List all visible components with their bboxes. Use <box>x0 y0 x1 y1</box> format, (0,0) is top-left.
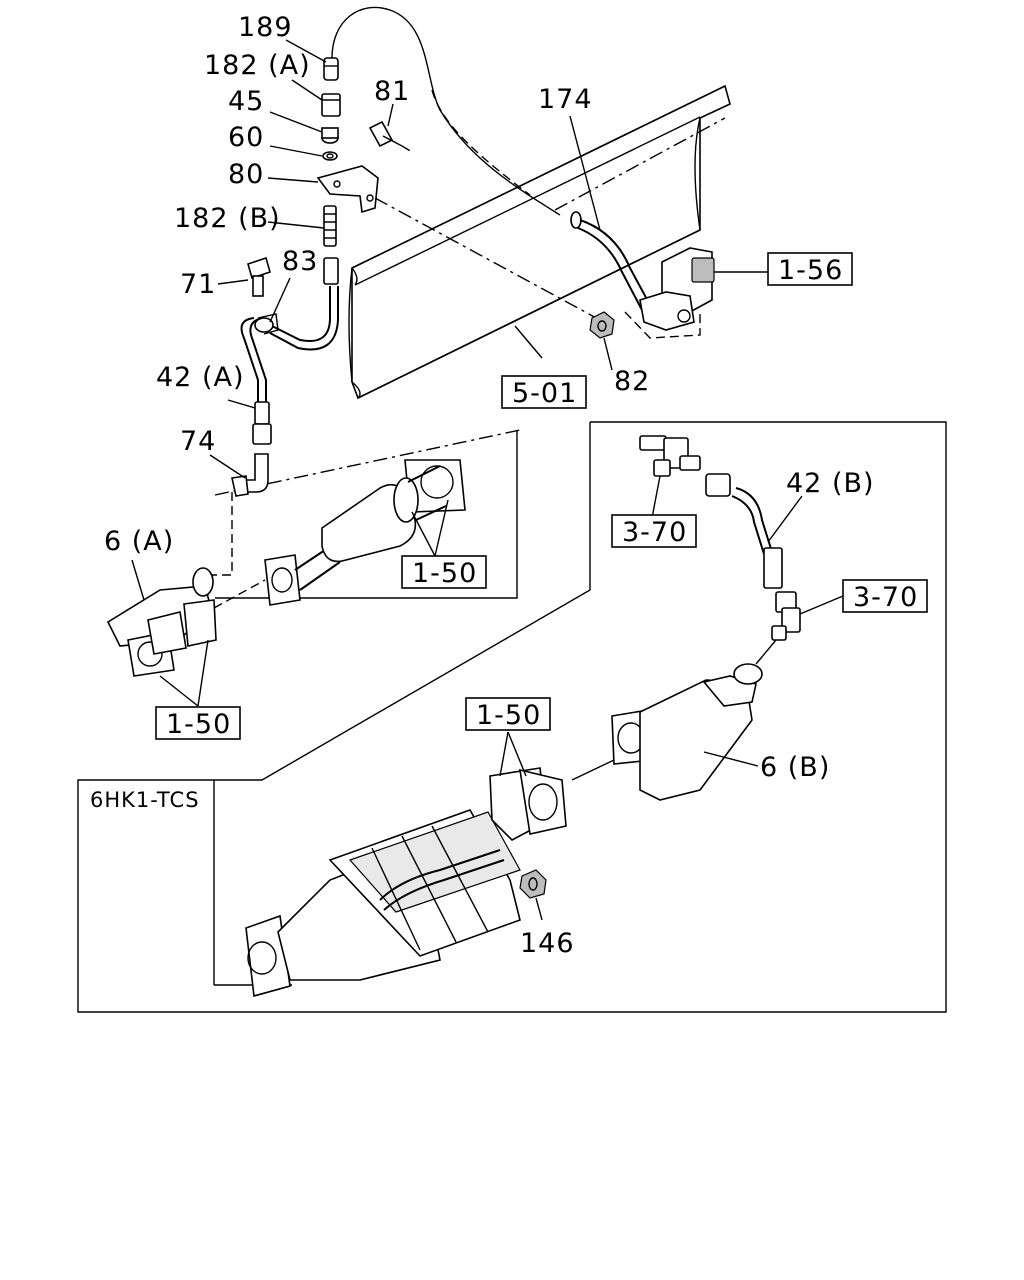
svg-text:1-56: 1-56 <box>778 255 843 286</box>
nut-82 <box>589 311 615 339</box>
ref-box-3-70-b: 3-70 <box>842 579 928 613</box>
bolt-81 <box>368 120 413 153</box>
nut-45 <box>321 127 339 144</box>
guide-line-frame <box>374 197 601 321</box>
variant-label: 6HK1-TCS <box>90 788 200 812</box>
callout-6b: 6 (B) <box>760 752 830 783</box>
ref-box-1-56: 1-56 <box>767 252 853 286</box>
guide-line-frame-top <box>554 117 726 211</box>
callout-182a: 182 (A) <box>204 50 311 81</box>
pipe-42a <box>240 317 272 445</box>
nut-146 <box>519 869 547 899</box>
bolt-71 <box>247 256 271 297</box>
pipe-42b <box>705 473 783 589</box>
washer-60 <box>322 151 338 161</box>
callout-82: 82 <box>614 366 650 397</box>
sensor-hose-loop <box>331 6 561 216</box>
guide-74-to-6a <box>210 492 233 576</box>
callout-83: 83 <box>282 246 318 277</box>
ref-box-5-01: 5-01 <box>501 375 587 409</box>
svg-text:5-01: 5-01 <box>512 378 577 409</box>
manifold-6b <box>611 663 763 801</box>
callout-71: 71 <box>180 269 216 300</box>
callout-174: 174 <box>538 84 593 115</box>
elbow-74 <box>231 453 269 497</box>
left-region-outline <box>215 430 518 599</box>
callout-80: 80 <box>228 159 264 190</box>
leader-lines <box>131 39 844 921</box>
guide-6b-to-dpf <box>571 759 615 781</box>
ref-box-1-50-bottom: 1-50 <box>465 697 551 731</box>
ref-box-1-50-top: 1-50 <box>401 555 487 589</box>
svg-text:1-50: 1-50 <box>166 709 231 740</box>
frame-rail <box>348 84 731 400</box>
hose-83 <box>269 257 339 351</box>
tee-fitting-right <box>771 591 801 641</box>
svg-text:1-50: 1-50 <box>476 700 541 731</box>
callout-182b: 182 (B) <box>174 203 281 234</box>
callout-labels: 189 182 (A) 45 60 80 182 (B) 81 174 71 8… <box>104 12 875 959</box>
manifold-6a <box>106 567 217 677</box>
callout-74: 74 <box>180 426 216 457</box>
bracket-80 <box>316 165 379 214</box>
callout-6a: 6 (A) <box>104 526 174 557</box>
callout-42a: 42 (A) <box>156 362 244 393</box>
svg-text:6HK1-TCS: 6HK1-TCS <box>90 788 200 812</box>
svg-text:3-70: 3-70 <box>853 582 918 613</box>
guide-line-region-top <box>214 429 521 496</box>
sensor-pipe-174 <box>570 211 651 311</box>
callout-189: 189 <box>238 12 293 43</box>
guide-6a-to-pipe <box>213 579 266 609</box>
fitting-182b <box>323 205 337 247</box>
front-exhaust-pipe <box>264 459 466 606</box>
callout-45: 45 <box>228 86 264 117</box>
sensor-module <box>624 247 715 339</box>
hose-hidden-section <box>431 89 531 196</box>
svg-text:3-70: 3-70 <box>622 517 687 548</box>
svg-text:1-50: 1-50 <box>412 558 477 589</box>
fitting-189 <box>323 57 339 81</box>
callout-81: 81 <box>374 76 410 107</box>
tee-fitting-top <box>639 435 701 477</box>
callout-42b: 42 (B) <box>786 468 875 499</box>
fitting-182a <box>321 93 341 117</box>
clamp-83 <box>254 313 279 335</box>
ref-box-3-70-a: 3-70 <box>611 514 697 548</box>
dpf-assembly <box>245 767 567 998</box>
callout-146: 146 <box>520 928 575 959</box>
guide-tee-to-6b <box>755 639 777 665</box>
ref-box-1-50-left: 1-50 <box>155 706 241 740</box>
callout-60: 60 <box>228 122 264 153</box>
